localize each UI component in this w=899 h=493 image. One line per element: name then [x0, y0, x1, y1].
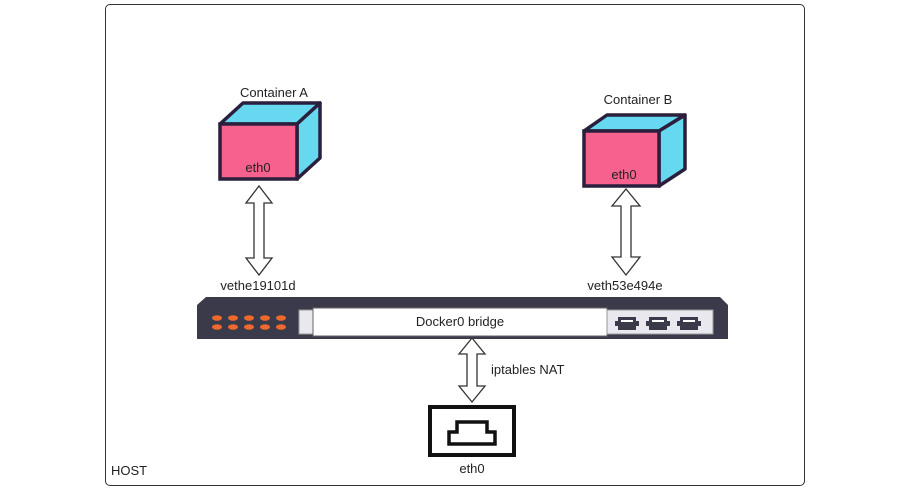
nat-label: iptables NAT	[491, 362, 565, 377]
switch-ports	[615, 317, 701, 330]
host-nic-label: eth0	[459, 461, 485, 476]
container-b-title: Container B	[603, 92, 673, 107]
container-b-cube	[582, 113, 687, 188]
container-a-cube	[218, 101, 322, 181]
container-a-front	[218, 122, 299, 181]
container-b-interface-label: eth0	[611, 167, 637, 182]
switch-blank-panel	[298, 309, 314, 335]
bridge-label-box	[312, 307, 608, 337]
host-label: HOST	[111, 463, 148, 478]
ethernet-port-icon	[428, 405, 516, 457]
switch-led-panel	[210, 312, 298, 334]
host-frame	[105, 4, 805, 486]
docker0-bridge-switch	[197, 297, 728, 339]
arrow-container-a-veth	[244, 184, 274, 277]
container-b-veth-label: veth53e494e	[587, 278, 663, 293]
container-a-veth-label: vethe19101d	[220, 278, 296, 293]
switch-leds	[212, 315, 286, 330]
arrow-bridge-host-nic	[457, 336, 487, 404]
container-a-interface-label: eth0	[245, 160, 271, 175]
bridge-label: Docker0 bridge	[415, 314, 505, 329]
container-a-title: Container A	[240, 85, 308, 100]
container-b-front	[582, 129, 661, 188]
arrow-container-b-veth	[610, 187, 642, 277]
